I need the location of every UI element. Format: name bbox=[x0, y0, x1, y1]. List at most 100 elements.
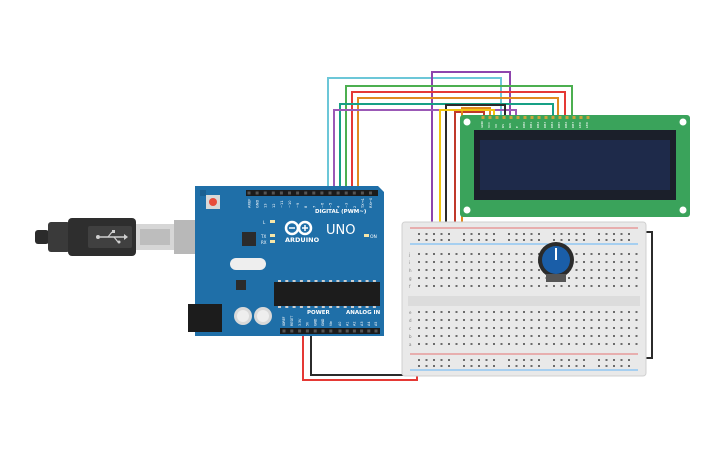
breadboard-hole[interactable] bbox=[485, 233, 488, 235]
breadboard-hole[interactable] bbox=[590, 261, 593, 263]
analog-pin-header[interactable] bbox=[336, 328, 380, 334]
breadboard-hole[interactable] bbox=[448, 269, 450, 271]
breadboard-hole[interactable] bbox=[560, 239, 563, 241]
breadboard-hole[interactable] bbox=[598, 233, 600, 235]
lcd-pin[interactable] bbox=[509, 116, 513, 119]
breadboard-hole[interactable] bbox=[478, 285, 480, 287]
breadboard-hole[interactable] bbox=[478, 269, 480, 271]
breadboard-hole[interactable] bbox=[628, 285, 630, 287]
breadboard-hole[interactable] bbox=[440, 285, 443, 287]
breadboard-hole[interactable] bbox=[433, 365, 435, 367]
breadboard-hole[interactable] bbox=[620, 365, 623, 367]
breadboard-hole[interactable] bbox=[515, 311, 518, 313]
breadboard-hole[interactable] bbox=[523, 253, 525, 255]
breadboard-hole[interactable] bbox=[433, 261, 435, 263]
breadboard-hole[interactable] bbox=[500, 319, 503, 321]
breadboard-hole[interactable] bbox=[553, 365, 555, 367]
breadboard-hole[interactable] bbox=[590, 285, 593, 287]
breadboard-hole[interactable] bbox=[635, 343, 638, 345]
breadboard-hole[interactable] bbox=[485, 365, 488, 367]
breadboard-hole[interactable] bbox=[440, 327, 443, 329]
breadboard-hole[interactable] bbox=[418, 233, 420, 235]
lcd-pin[interactable] bbox=[572, 116, 576, 119]
breadboard-hole[interactable] bbox=[470, 261, 473, 263]
breadboard-hole[interactable] bbox=[598, 261, 600, 263]
digital-pin[interactable] bbox=[296, 191, 300, 195]
breadboard-hole[interactable] bbox=[418, 285, 420, 287]
digital-pin[interactable] bbox=[344, 191, 348, 195]
breadboard-hole[interactable] bbox=[478, 233, 480, 235]
breadboard-hole[interactable] bbox=[530, 269, 533, 271]
breadboard-hole[interactable] bbox=[470, 277, 473, 279]
breadboard-hole[interactable] bbox=[560, 335, 563, 337]
breadboard-hole[interactable] bbox=[463, 277, 465, 279]
digital-pin-header[interactable] bbox=[246, 190, 378, 196]
wire-cyan[interactable] bbox=[327, 77, 502, 192]
breadboard-hole[interactable] bbox=[508, 261, 510, 263]
breadboard-hole[interactable] bbox=[440, 365, 443, 367]
breadboard-hole[interactable] bbox=[605, 327, 608, 329]
breadboard-hole[interactable] bbox=[448, 359, 450, 361]
digital-pin[interactable] bbox=[279, 191, 283, 195]
digital-pin[interactable] bbox=[352, 191, 356, 195]
breadboard-hole[interactable] bbox=[515, 253, 518, 255]
lcd-pin[interactable] bbox=[488, 116, 492, 119]
breadboard-hole[interactable] bbox=[635, 269, 638, 271]
breadboard-hole[interactable] bbox=[590, 335, 593, 337]
breadboard-hole[interactable] bbox=[508, 343, 510, 345]
breadboard-hole[interactable] bbox=[613, 311, 615, 313]
breadboard-hole[interactable] bbox=[620, 319, 623, 321]
breadboard-hole[interactable] bbox=[433, 319, 435, 321]
breadboard-hole[interactable] bbox=[523, 277, 525, 279]
breadboard-hole[interactable] bbox=[538, 319, 540, 321]
breadboard-hole[interactable] bbox=[448, 253, 450, 255]
breadboard-hole[interactable] bbox=[523, 365, 525, 367]
digital-pin[interactable] bbox=[336, 191, 340, 195]
breadboard-hole[interactable] bbox=[605, 311, 608, 313]
breadboard-hole[interactable] bbox=[530, 319, 533, 321]
lcd-pin-header[interactable] bbox=[481, 116, 590, 119]
breadboard-hole[interactable] bbox=[508, 311, 510, 313]
breadboard-hole[interactable] bbox=[583, 343, 585, 345]
breadboard-hole[interactable] bbox=[530, 277, 533, 279]
breadboard-hole[interactable] bbox=[583, 285, 585, 287]
breadboard-hole[interactable] bbox=[553, 343, 555, 345]
breadboard-hole[interactable] bbox=[463, 285, 465, 287]
breadboard-hole[interactable] bbox=[485, 253, 488, 255]
breadboard-hole[interactable] bbox=[500, 311, 503, 313]
lcd-pin[interactable] bbox=[551, 116, 555, 119]
power-jack[interactable] bbox=[188, 304, 222, 332]
breadboard-hole[interactable] bbox=[628, 253, 630, 255]
breadboard-hole[interactable] bbox=[493, 253, 495, 255]
lcd-pin[interactable] bbox=[495, 116, 499, 119]
breadboard-hole[interactable] bbox=[485, 359, 488, 361]
breadboard-hole[interactable] bbox=[560, 319, 563, 321]
breadboard-hole[interactable] bbox=[613, 277, 615, 279]
breadboard-hole[interactable] bbox=[463, 311, 465, 313]
breadboard-hole[interactable] bbox=[620, 269, 623, 271]
breadboard-hole[interactable] bbox=[433, 359, 435, 361]
wire-purple[interactable] bbox=[431, 71, 511, 232]
breadboard-hole[interactable] bbox=[560, 359, 563, 361]
breadboard-hole[interactable] bbox=[418, 327, 420, 329]
breadboard-hole[interactable] bbox=[620, 285, 623, 287]
breadboard-hole[interactable] bbox=[455, 269, 458, 271]
breadboard-hole[interactable] bbox=[515, 269, 518, 271]
breadboard-hole[interactable] bbox=[463, 261, 465, 263]
breadboard-hole[interactable] bbox=[538, 233, 540, 235]
breadboard-hole[interactable] bbox=[515, 285, 518, 287]
breadboard-hole[interactable] bbox=[448, 311, 450, 313]
breadboard-hole[interactable] bbox=[493, 311, 495, 313]
breadboard-hole[interactable] bbox=[575, 261, 578, 263]
breadboard-hole[interactable] bbox=[628, 327, 630, 329]
breadboard-hole[interactable] bbox=[523, 327, 525, 329]
breadboard-hole[interactable] bbox=[583, 277, 585, 279]
breadboard-hole[interactable] bbox=[545, 319, 548, 321]
breadboard-hole[interactable] bbox=[583, 311, 585, 313]
breadboard-hole[interactable] bbox=[470, 311, 473, 313]
breadboard-hole[interactable] bbox=[530, 253, 533, 255]
breadboard-hole[interactable] bbox=[590, 253, 593, 255]
breadboard-hole[interactable] bbox=[605, 269, 608, 271]
breadboard-hole[interactable] bbox=[478, 327, 480, 329]
breadboard-hole[interactable] bbox=[538, 239, 540, 241]
